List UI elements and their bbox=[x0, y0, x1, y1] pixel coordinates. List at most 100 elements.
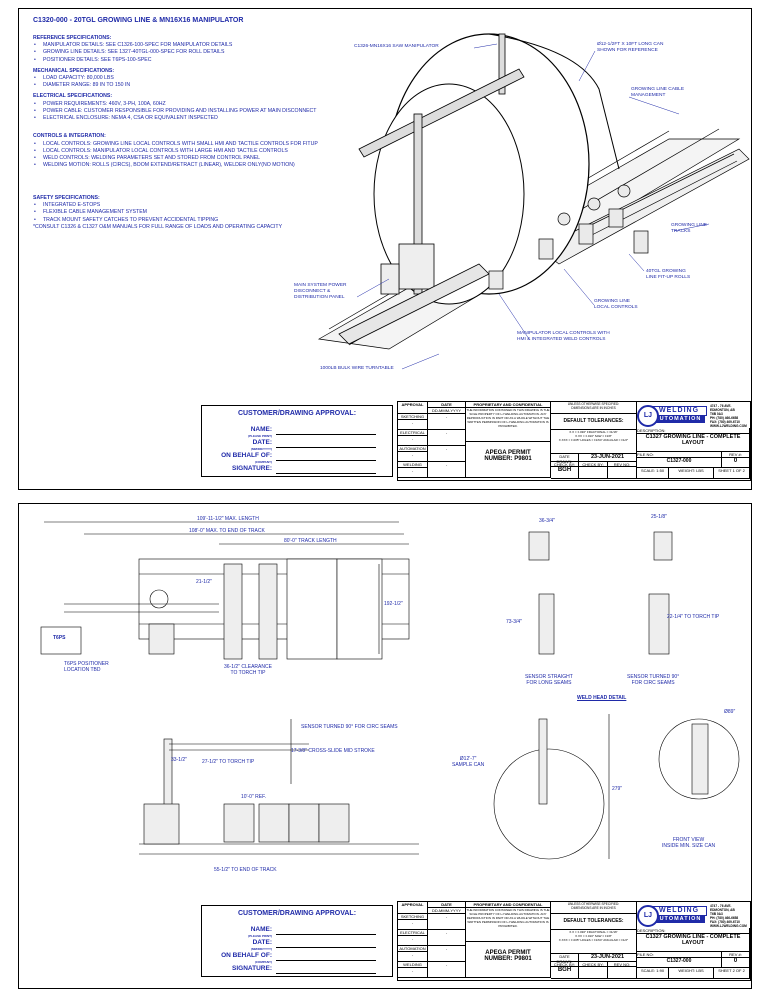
title-cell: - bbox=[428, 946, 466, 962]
title-cell: SKETCHING bbox=[398, 414, 428, 420]
title-cell: CHECK BY: bbox=[579, 962, 608, 967]
approval-date-row[interactable]: DATE:(MM/DD/YYYY) bbox=[212, 939, 382, 951]
title-cell: X.X = ±.030" FRACTIONAL = ±1/16" X.XX = … bbox=[551, 430, 637, 454]
dim-192: 192-1/2" bbox=[384, 601, 403, 607]
title-cell: THE INFORMATION CONTAINED IN THIS DRAWIN… bbox=[466, 908, 551, 942]
approval-signature-row[interactable]: SIGNATURE: bbox=[212, 465, 382, 475]
sample-can-label: Ø12'-7" SAMPLE CAN bbox=[452, 756, 485, 768]
title-cell: SKETCHING bbox=[398, 914, 428, 920]
dim-36: 36-3/4" bbox=[539, 518, 555, 524]
title-cell: C1327-000 bbox=[637, 958, 722, 968]
spec-item: POWER REQUIREMENTS: 460V, 3-PH, 100A, 60… bbox=[34, 101, 363, 108]
approval-date-row[interactable]: DATE:(MM/DD/YYYY) bbox=[212, 439, 382, 451]
title-cell: APPROVAL bbox=[398, 402, 428, 414]
title-cell: X.X = ±.030" FRACTIONAL = ±1/16" X.XX = … bbox=[551, 930, 637, 954]
sensor-circ-callout: SENSOR TURNED 90° FOR CIRC SEAMS bbox=[301, 724, 398, 730]
title-cell: REV NO: bbox=[608, 962, 637, 967]
title-cell: - bbox=[428, 414, 466, 430]
title-cell: C1327 GROWING LINE - COMPLETE LAYOUT bbox=[637, 434, 750, 452]
behalf-sub: (COMPANY) bbox=[254, 960, 272, 964]
dim-33: 33-1/2" bbox=[171, 757, 187, 763]
title-cell: SHEET 2 OF 2 bbox=[714, 968, 750, 979]
logo-mark: LJ bbox=[637, 905, 659, 927]
dim-ref10: 10'-0" REF. bbox=[241, 794, 266, 800]
spec-heading: SAFETY SPECIFICATIONS: bbox=[33, 195, 100, 201]
customer-approval-box: CUSTOMER/DRAWING APPROVAL: NAME:(PLEASE … bbox=[201, 405, 393, 477]
callout-power-panel: MAIN SYSTEM POWER DISCONNECT & DISTRIBUT… bbox=[294, 283, 347, 300]
title-cell: DD-MMM-YYYY bbox=[428, 908, 466, 914]
t6ps-location: T6PS POSITIONER LOCATION TBD bbox=[64, 661, 109, 673]
behalf-field[interactable] bbox=[276, 960, 376, 961]
name-sub: (PLEASE PRINT) bbox=[248, 434, 272, 438]
dim-end-track: 108'-0" MAX. TO END OF TRACK bbox=[189, 528, 265, 534]
approval-signature-row[interactable]: SIGNATURE: bbox=[212, 965, 382, 975]
approval-heading: CUSTOMER/DRAWING APPROVAL: bbox=[237, 910, 357, 917]
callout-turntable: 1000LB BULK WIRE TURNTABLE bbox=[320, 366, 394, 371]
name-sub: (PLEASE PRINT) bbox=[248, 934, 272, 938]
title-cell: - bbox=[398, 952, 428, 962]
title-cell: BGH bbox=[551, 467, 579, 479]
spec-item: FLEXIBLE CABLE MANAGEMENT SYSTEM bbox=[34, 209, 363, 216]
title-cell: THE INFORMATION CONTAINED IN THIS DRAWIN… bbox=[466, 408, 551, 442]
approval-heading: CUSTOMER/DRAWING APPROVAL: bbox=[237, 410, 357, 417]
title-cell: PROPRIETARY AND CONFIDENTIAL bbox=[466, 402, 551, 408]
dim-73: 73-3/4" bbox=[506, 619, 522, 625]
title-cell: SHEET 1 OF 2 bbox=[714, 468, 750, 479]
title-cell: - bbox=[428, 914, 466, 930]
spec-item: WELDING MOTION: ROLLS (CIRCS), BOOM EXTE… bbox=[34, 162, 363, 169]
approval-name-row[interactable]: NAME:(PLEASE PRINT) bbox=[212, 426, 382, 438]
callout-local-controls: GROWING LINE LOCAL CONTROLS bbox=[594, 299, 638, 310]
title-cell: C1327 GROWING LINE - COMPLETE LAYOUT bbox=[637, 934, 750, 952]
spec-item: INTEGRATED E-STOPS bbox=[34, 202, 363, 209]
logo-automation: AUTOMATION bbox=[651, 415, 705, 423]
approval-behalf-row[interactable]: ON BEHALF OF:(COMPANY) bbox=[212, 452, 382, 464]
spec-item: ELECTRICAL ENCLOSURE: NEMA 4, CSA OR EQU… bbox=[34, 115, 363, 122]
callout-tracks: GROWING LINE TRACKS bbox=[671, 223, 707, 234]
behalf-field[interactable] bbox=[276, 460, 376, 461]
drawing-sheet-2: 109'-11-1/2" MAX. LENGTH 108'-0" MAX. TO… bbox=[18, 503, 752, 989]
spec-section: ELECTRICAL SPECIFICATIONS:POWER REQUIREM… bbox=[33, 93, 363, 122]
name-label: NAME: bbox=[250, 926, 272, 933]
signature-field[interactable] bbox=[276, 473, 376, 474]
callout-rolls: 40TGL GROWING LINE FIT-UP ROLLS bbox=[646, 269, 691, 280]
title-cell: - bbox=[428, 930, 466, 946]
spec-heading: REFERENCE SPECIFICATIONS: bbox=[33, 35, 112, 41]
title-cell: WELDING bbox=[398, 962, 428, 968]
title-cell: SCALE: 1:90 bbox=[637, 968, 669, 979]
title-cell bbox=[608, 967, 637, 979]
date-field[interactable] bbox=[276, 447, 376, 448]
title-cell: 0 bbox=[722, 958, 750, 968]
title-cell: UNLESS OTHERWISE SPECIFIED: DIMENSIONS A… bbox=[551, 902, 637, 914]
dim-max-length: 109'-11-1/2" MAX. LENGTH bbox=[197, 516, 259, 522]
t6ps-label: T6PS bbox=[53, 635, 66, 641]
approval-name-row[interactable]: NAME:(PLEASE PRINT) bbox=[212, 926, 382, 938]
title-cell: PROPRIETARY AND CONFIDENTIAL bbox=[466, 902, 551, 908]
title-cell: APEGA PERMIT NUMBER: P9801 bbox=[466, 942, 551, 978]
date-sub: (MM/DD/YYYY) bbox=[251, 447, 272, 451]
weld-head-detail-title: WELD HEAD DETAIL bbox=[577, 695, 627, 701]
spec-heading: CONTROLS & INTEGRATION: bbox=[33, 133, 106, 140]
title-cell: WEIGHT: LBS bbox=[669, 468, 714, 479]
name-field[interactable] bbox=[276, 434, 376, 435]
title-cell: AUTOMATION bbox=[398, 946, 428, 952]
customer-approval-box-2: CUSTOMER/DRAWING APPROVAL: NAME:(PLEASE … bbox=[201, 905, 393, 977]
callout-saw-manipulator: C1326-MN16X16 SAW MANIPULATOR bbox=[354, 44, 439, 49]
dim-22: 22-1/4" TO TORCH TIP bbox=[667, 614, 720, 620]
company-address: 4747 - 76 AVE. EDMONTON, AB T6B 0A3 PH: … bbox=[710, 404, 747, 428]
name-field[interactable] bbox=[276, 934, 376, 935]
date-field[interactable] bbox=[276, 947, 376, 948]
dim-track-length: 80'-0" TRACK LENGTH bbox=[284, 538, 337, 544]
signature-field[interactable] bbox=[276, 973, 376, 974]
company-address: 4747 - 76 AVE. EDMONTON, AB T6B 0A3 PH: … bbox=[710, 904, 747, 928]
approval-behalf-row[interactable]: ON BEHALF OF:(COMPANY) bbox=[212, 952, 382, 964]
title-cell: BGH bbox=[551, 967, 579, 979]
behalf-sub: (COMPANY) bbox=[254, 460, 272, 464]
title-cell: - bbox=[398, 436, 428, 446]
front-view-label: FRONT VIEW INSIDE MIN. SIZE CAN bbox=[662, 837, 716, 849]
title-block: CUSTOMER/DRAWING APPROVAL: NAME:(PLEASE … bbox=[201, 401, 751, 481]
title-cell: - bbox=[428, 962, 466, 978]
date-sub: (MM/DD/YYYY) bbox=[251, 947, 272, 951]
spec-section: CONTROLS & INTEGRATION:LOCAL CONTROLS: G… bbox=[33, 133, 363, 169]
